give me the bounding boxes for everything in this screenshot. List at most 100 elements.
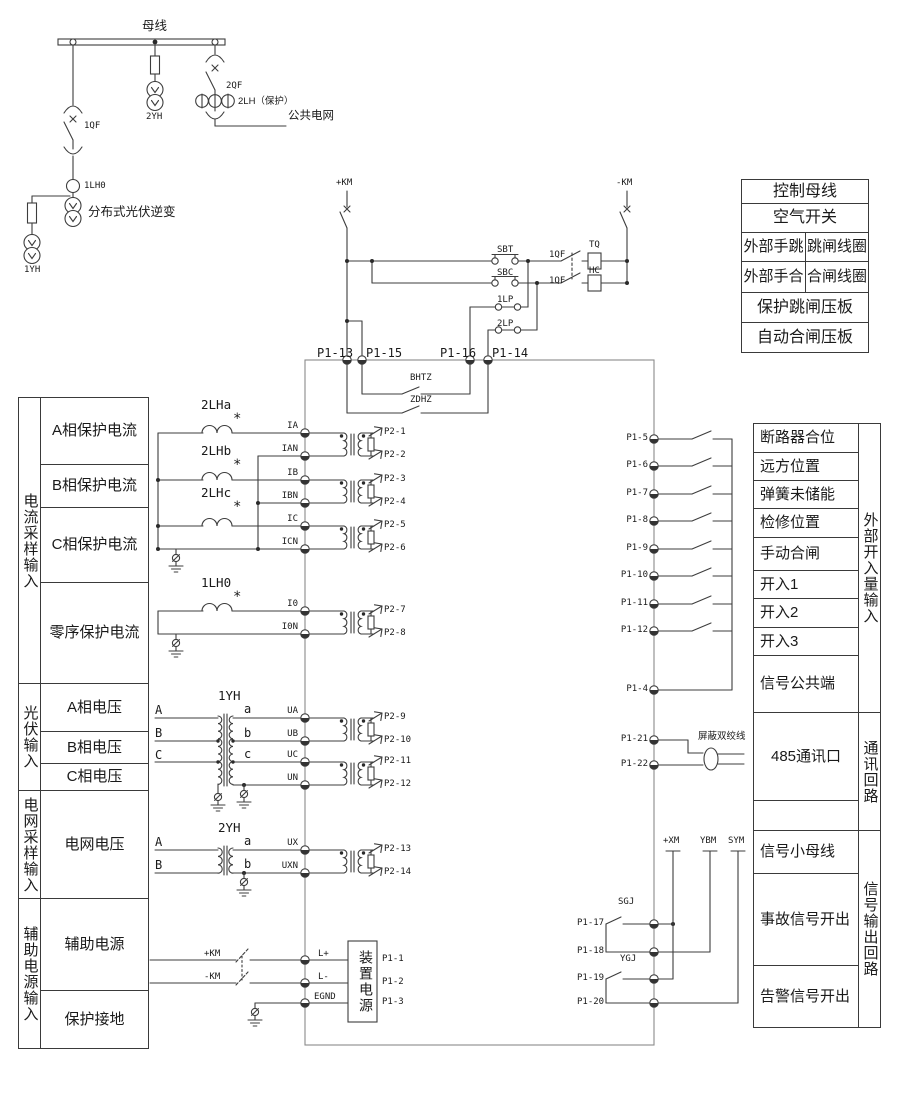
- phase-b2: B: [155, 858, 163, 872]
- empty-row: [753, 800, 859, 831]
- pin-p2-1: P2-1: [384, 427, 406, 437]
- plus-km-label: +KM: [336, 178, 353, 188]
- zdhz-label: ZDHZ: [410, 395, 432, 405]
- sec-c1: c: [244, 747, 252, 761]
- vt-input-lines: [154, 712, 382, 897]
- pin-lplus: L+: [318, 949, 329, 959]
- row-uc: C相电压: [40, 763, 149, 791]
- sbc-label: SBC: [497, 268, 514, 278]
- psu-minus-km: -KM: [204, 972, 221, 982]
- pin-ua: UA: [287, 706, 298, 716]
- pin-p2-10: P2-10: [384, 735, 412, 745]
- pin-p1-7: P1-7: [626, 488, 648, 498]
- di-row-maintenance: 检修位置: [753, 508, 859, 538]
- pin-p2-12: P2-12: [384, 779, 412, 789]
- row-ib-protection: B相保护电流: [40, 464, 149, 508]
- pin-p2-13: P2-13: [384, 844, 412, 854]
- di-row-input1: 开入1: [753, 570, 859, 599]
- pv-inverter-label: 分布式光伏逆变: [88, 205, 176, 219]
- sbt-label: SBT: [497, 245, 514, 255]
- device-power-box: [347, 940, 378, 1023]
- pv-feeder-symbols: [23, 44, 83, 265]
- qf-close-label: 1QF: [549, 276, 566, 286]
- group-aux-input: 辅助电源输入: [18, 898, 41, 1049]
- vt-2yh-label: 2YH: [218, 820, 241, 835]
- sec-b2: b: [244, 857, 252, 871]
- di-row-remote: 远方位置: [753, 452, 859, 481]
- lp2-label: 2LP: [497, 319, 514, 329]
- pin-p1-1: P1-1: [382, 954, 404, 964]
- pin-p1-13: P1-13: [317, 346, 354, 360]
- pin-egnd: EGND: [314, 992, 336, 1002]
- yh2-feeder-label: 2YH: [146, 112, 163, 122]
- polarity-star-b: *: [233, 457, 242, 473]
- pin-p1-5: P1-5: [626, 433, 648, 443]
- pin-p2-5: P2-5: [384, 520, 406, 530]
- di-row-breaker-closed: 断路器合位: [753, 423, 859, 453]
- pin-p2-7: P2-7: [384, 605, 406, 615]
- pin-i0n: I0N: [281, 622, 298, 632]
- pin-p2-3: P2-3: [384, 474, 406, 484]
- do-row-alarm-signal: 告警信号开出: [753, 965, 859, 1028]
- qf1-label: 1QF: [84, 121, 101, 131]
- pin-p1-18: P1-18: [577, 946, 605, 956]
- pin-ic: IC: [287, 514, 298, 524]
- phase-b1: B: [155, 726, 163, 740]
- pin-ia: IA: [287, 421, 298, 431]
- pin-ian: IAN: [281, 444, 298, 454]
- row-protective-earth: 保护接地: [40, 990, 149, 1049]
- power-supply-lines: [149, 940, 378, 1027]
- device-power-label: 装置电源: [358, 950, 374, 1014]
- pin-p1-6: P1-6: [626, 460, 648, 470]
- row-zero-seq: 零序保护电流: [40, 582, 149, 684]
- signal-output-lines: [605, 850, 746, 1004]
- pin-p1-4: P1-4: [626, 684, 648, 694]
- di-row-signal-common: 信号公共端: [753, 655, 859, 713]
- shielded-pair-label: 屏蔽双绞线: [698, 731, 746, 742]
- di-row-manual-close: 手动合闸: [753, 537, 859, 571]
- pin-p1-17: P1-17: [577, 918, 605, 928]
- ybm-bus-label: YBM: [700, 836, 717, 846]
- control-circuit-lines: [339, 190, 631, 356]
- qf2-label: 2QF: [226, 81, 243, 91]
- pin-p1-9: P1-9: [626, 543, 648, 553]
- legend-row-close-coil: 合闸线圈: [805, 261, 869, 293]
- bus-vt-feeder-symbols: [146, 44, 164, 112]
- legend-row-ext-trip: 外部手跳: [741, 232, 806, 262]
- pin-p1-22: P1-22: [620, 759, 648, 769]
- pin-p2-14: P2-14: [384, 867, 412, 877]
- pin-p1-12: P1-12: [620, 625, 648, 635]
- comm-lines: [657, 739, 745, 771]
- group-grid-input: 电网采样输入: [18, 790, 41, 899]
- minus-km-label: -KM: [616, 178, 633, 188]
- legend-row-air-switch: 空气开关: [741, 203, 869, 233]
- trip-coil-label: TQ: [589, 240, 600, 250]
- close-coil-label: HC: [589, 266, 600, 276]
- group-signal-output: 信号输出回路: [858, 830, 881, 1028]
- phase-a1: A: [155, 703, 163, 717]
- pin-ux: UX: [287, 838, 298, 848]
- legend-row-trip-plate: 保护跳闸压板: [741, 292, 869, 323]
- pin-un: UN: [287, 773, 298, 783]
- bhtz-label: BHTZ: [410, 373, 432, 383]
- pin-p1-19: P1-19: [577, 973, 605, 983]
- pin-uxn: UXN: [281, 861, 298, 871]
- legend-row-control-bus: 控制母线: [741, 179, 869, 204]
- yh1-feeder-label: 1YH: [24, 265, 41, 275]
- pin-p2-8: P2-8: [384, 628, 406, 638]
- pin-icn: ICN: [281, 537, 298, 547]
- pin-p1-15: P1-15: [366, 346, 403, 360]
- sgj-relay-label: SGJ: [618, 897, 635, 907]
- pin-p2-6: P2-6: [384, 543, 406, 553]
- sec-a1: a: [244, 702, 252, 716]
- pin-p1-11: P1-11: [620, 598, 648, 608]
- polarity-star-c: *: [233, 499, 242, 515]
- comm-row-485: 485通讯口: [753, 712, 859, 801]
- di-row-input3: 开入3: [753, 627, 859, 656]
- phase-a2: A: [155, 835, 163, 849]
- pin-p1-20: P1-20: [577, 997, 605, 1007]
- grid-feeder-symbols: [195, 44, 287, 127]
- pin-p1-8: P1-8: [626, 515, 648, 525]
- qf-trip-label: 1QF: [549, 250, 566, 260]
- pin-p1-14: P1-14: [492, 346, 529, 360]
